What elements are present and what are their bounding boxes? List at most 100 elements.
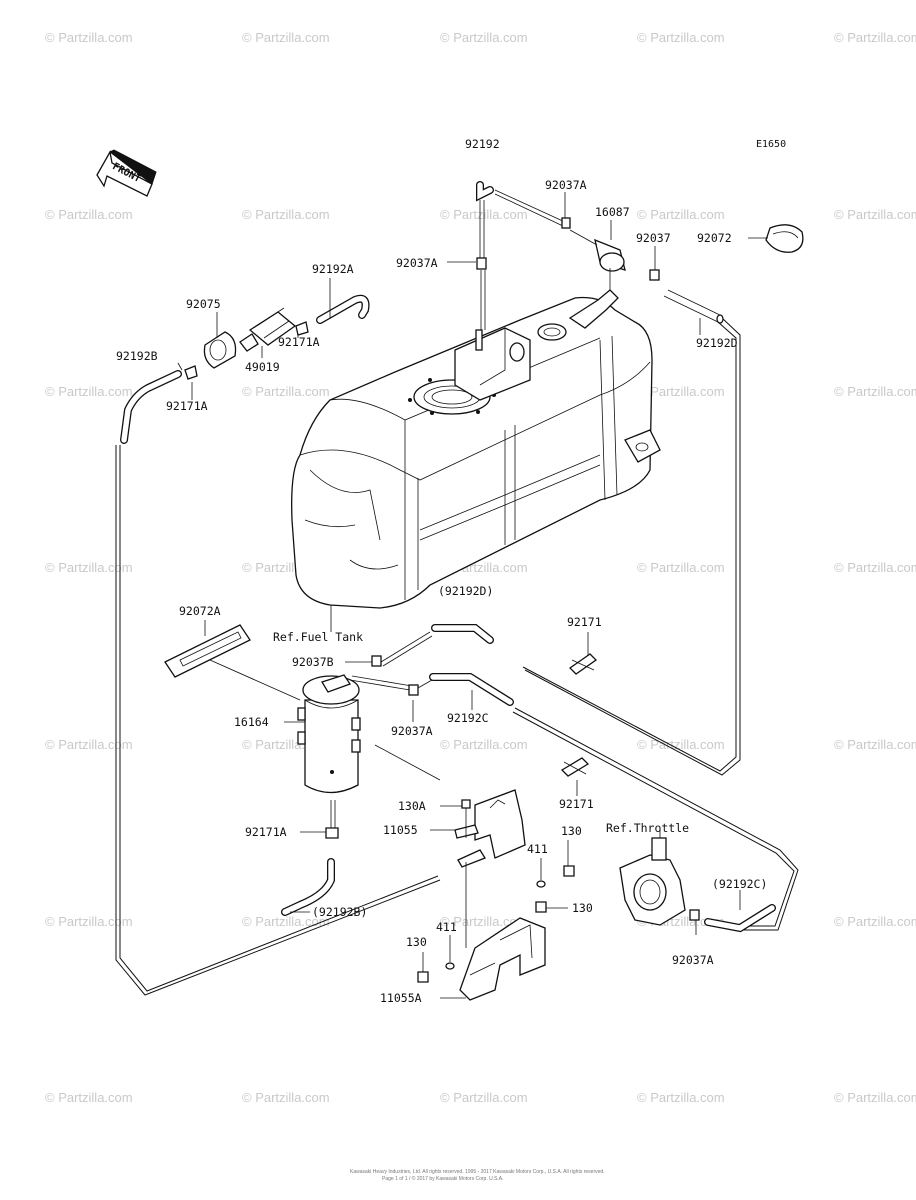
clamp-92171A-bottom — [325, 827, 339, 839]
watermark: © Partzilla.com — [637, 1090, 725, 1105]
bolt-130-right — [563, 865, 575, 877]
washer-411-left — [445, 962, 455, 970]
label-92192C-ref: (92192C) — [712, 877, 767, 891]
label-92192C: 92192C — [447, 711, 489, 725]
label-92171A-top: 92171A — [278, 335, 320, 349]
watermark: © Partzilla.com — [440, 1090, 528, 1105]
label-92072A: 92072A — [179, 604, 221, 618]
label-92192D: 92192D — [696, 336, 738, 350]
watermark: © Partzilla.com — [45, 914, 133, 929]
band-92072 — [765, 224, 804, 253]
bracket-92072A — [164, 624, 251, 678]
diagram-code: E1650 — [756, 139, 786, 150]
label-92037A-top: 92037A — [545, 178, 587, 192]
watermark: © Partzilla.com — [834, 560, 916, 575]
watermark: © Partzilla.com — [440, 737, 528, 752]
watermark: © Partzilla.com — [45, 384, 133, 399]
hose-92192A — [316, 294, 370, 324]
watermark: © Partzilla.com — [637, 30, 725, 45]
label-16164: 16164 — [234, 715, 269, 729]
holder-92075 — [203, 331, 237, 369]
bracket-11055 — [454, 789, 526, 868]
watermark: © Partzilla.com — [45, 560, 133, 575]
watermark: © Partzilla.com — [242, 914, 330, 929]
washer-411-right — [536, 880, 546, 888]
label-92192: 92192 — [465, 137, 500, 151]
copyright-line: Page 1 of 1 / © 2017 by Kawasaki Motors … — [382, 1175, 504, 1182]
label-130-left: 130 — [406, 935, 427, 949]
copyright-note: Kawasaki Heavy Industries, Ltd. All righ… — [350, 1169, 605, 1182]
front-arrow-icon: FRONT — [96, 149, 157, 197]
label-130A: 130A — [398, 799, 426, 813]
bracket-11055A — [459, 917, 546, 1001]
valve-16087 — [569, 229, 626, 290]
label-411-left: 411 — [436, 920, 457, 934]
label-16087: 16087 — [595, 205, 630, 219]
canister-16164 — [297, 674, 361, 828]
clip-92171-top — [568, 653, 598, 675]
watermark-grid: © Partzilla.com © Partzilla.com © Partzi… — [45, 30, 916, 1105]
label-92037B: 92037B — [292, 655, 334, 669]
label-11055: 11055 — [383, 823, 418, 837]
hose-92192D — [663, 289, 724, 324]
watermark: © Partzilla.com — [637, 384, 725, 399]
hose-92192D-lower — [349, 624, 494, 691]
label-130-mid: 130 — [572, 901, 593, 915]
watermark: © Partzilla.com — [834, 737, 916, 752]
watermark: © Partzilla.com — [637, 560, 725, 575]
hose-92192 — [476, 181, 566, 330]
hose-92192C-lower — [704, 904, 776, 933]
label-411-right: 411 — [527, 842, 548, 856]
label-92171-top: 92171 — [567, 615, 602, 629]
copyright-line: Kawasaki Heavy Industries, Ltd. All righ… — [350, 1169, 605, 1175]
clamp-92037A-mid — [408, 684, 419, 696]
bolt-130A — [461, 799, 471, 838]
watermark: © Partzilla.com — [242, 30, 330, 45]
label-92072: 92072 — [697, 231, 732, 245]
vapor-line-throttle-loop — [512, 707, 799, 931]
watermark: © Partzilla.com — [45, 737, 133, 752]
watermark: © Partzilla.com — [242, 207, 330, 222]
label-92037A-bottom: 92037A — [672, 953, 714, 967]
label-49019: 49019 — [245, 360, 280, 374]
fuel-tank — [291, 289, 661, 609]
watermark: © Partzilla.com — [834, 384, 916, 399]
leader-lines — [177, 192, 768, 999]
clamp-92037B — [371, 631, 433, 667]
label-ref-fuel-tank: Ref.Fuel Tank — [273, 630, 363, 644]
hose-92192C — [417, 673, 514, 706]
watermark: © Partzilla.com — [440, 914, 528, 929]
watermark: © Partzilla.com — [440, 30, 528, 45]
clip-92171-mid — [560, 757, 590, 777]
label-92075: 92075 — [186, 297, 221, 311]
vapor-line-right-loop — [522, 317, 741, 776]
bolt-130-left — [417, 971, 429, 983]
label-92037A-left: 92037A — [396, 256, 438, 270]
vapor-line-left-loop — [115, 445, 441, 996]
watermark: © Partzilla.com — [45, 1090, 133, 1105]
label-92192B: 92192B — [116, 349, 158, 363]
clamp-92037A-bottom — [689, 909, 700, 921]
label-ref-throttle: Ref.Throttle — [606, 821, 689, 835]
label-92171A-bottom: 92171A — [245, 825, 287, 839]
watermark: © Partzilla.com — [834, 207, 916, 222]
watermark: © Partzilla.com — [242, 1090, 330, 1105]
watermark: © Partzilla.com — [637, 737, 725, 752]
watermark: © Partzilla.com — [834, 914, 916, 929]
watermark: © Partzilla.com — [637, 207, 725, 222]
throttle-body — [619, 837, 686, 926]
bolt-130-mid — [535, 901, 547, 913]
label-92171-mid: 92171 — [559, 797, 594, 811]
watermark: © Partzilla.com — [242, 384, 330, 399]
label-92037: 92037 — [636, 231, 671, 245]
watermark: © Partzilla.com — [834, 30, 916, 45]
clamp-92037A-top — [561, 217, 571, 229]
clamp-92171A-left — [184, 365, 198, 380]
clamp-92037 — [649, 269, 660, 281]
watermark: © Partzilla.com — [45, 207, 133, 222]
watermark: © Partzilla.com — [45, 30, 133, 45]
hose-92192B-bottom — [281, 858, 335, 916]
clamp-92037A-left — [476, 257, 487, 270]
label-92192B-ref: (92192B) — [312, 905, 367, 919]
